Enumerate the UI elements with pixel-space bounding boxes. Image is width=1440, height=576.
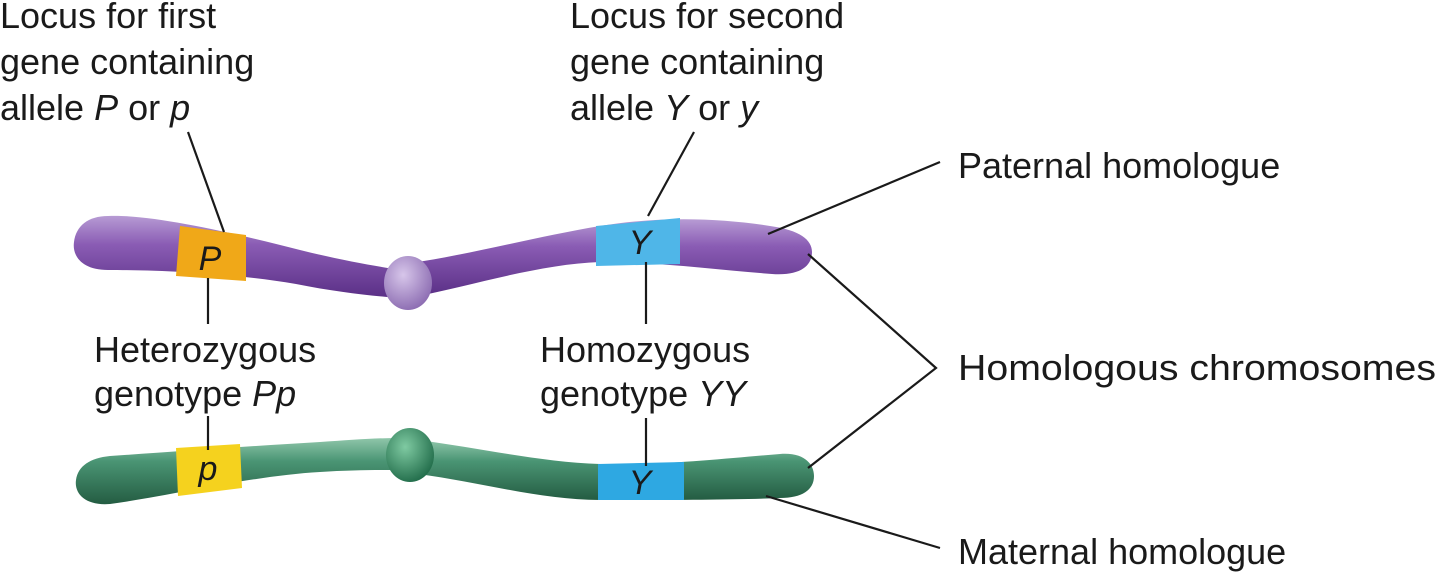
label-heterozygous-line1: Heterozygous <box>94 329 316 370</box>
paternal-band-y <box>596 218 680 266</box>
maternal-band-p-label: p <box>198 450 218 488</box>
label-locus-second-line1: Locus for second <box>570 0 844 36</box>
label-locus-second-line3: allele Y or y <box>570 87 760 128</box>
label-locus-second-line2: gene containing <box>570 41 824 82</box>
label-heterozygous: Heterozygous genotype Pp <box>94 329 316 414</box>
label-heterozygous-line2: genotype Pp <box>94 373 296 414</box>
label-locus-first-line1: Locus for first <box>0 0 216 36</box>
label-paternal-homologue: Paternal homologue <box>958 145 1280 186</box>
label-locus-first-line3: allele P or p <box>0 87 190 128</box>
leader-lines <box>186 131 941 550</box>
maternal-band-second-locus: Y <box>598 462 684 502</box>
label-locus-first-line2: gene containing <box>0 41 254 82</box>
paternal-band-second-locus: Y <box>596 218 680 266</box>
leader-paternal <box>767 160 941 236</box>
label-locus-first: Locus for first gene containing allele P… <box>0 0 254 128</box>
leader-maternal <box>765 494 941 550</box>
paternal-chromosome: P Y <box>73 215 812 310</box>
maternal-band-y-label: Y <box>629 464 654 502</box>
label-homozygous: Homozygous genotype YY <box>540 329 750 414</box>
leader-locus-first <box>186 131 226 233</box>
maternal-band-p <box>176 444 242 496</box>
paternal-band-y-label: Y <box>629 224 654 262</box>
maternal-centromere <box>386 428 434 482</box>
maternal-band-y <box>598 462 684 500</box>
label-locus-second: Locus for second gene containing allele … <box>570 0 844 128</box>
paternal-band-p <box>176 226 246 281</box>
leader-locus-second <box>647 131 695 217</box>
paternal-centromere <box>384 256 432 310</box>
label-maternal-homologue: Maternal homologue <box>958 531 1286 572</box>
maternal-chromosome: p Y <box>75 428 814 505</box>
label-homozygous-line2: genotype YY <box>540 373 749 414</box>
paternal-band-first-locus: P <box>176 226 246 281</box>
maternal-band-first-locus: p <box>176 444 242 496</box>
label-homozygous-line1: Homozygous <box>540 329 750 370</box>
paternal-band-p-label: P <box>199 240 222 278</box>
leader-homologous <box>807 253 938 469</box>
label-homologous-chromosomes: Homologous chromosomes <box>958 347 1436 388</box>
